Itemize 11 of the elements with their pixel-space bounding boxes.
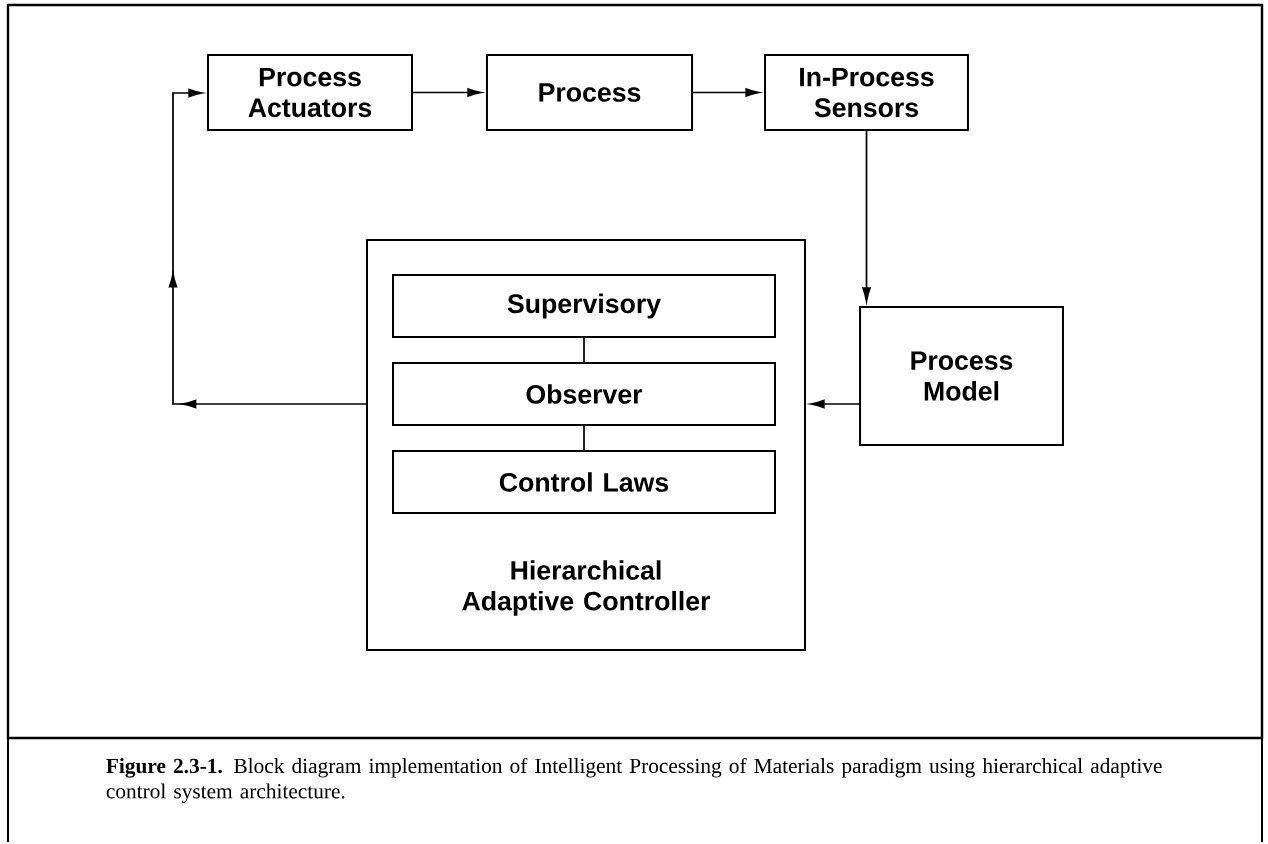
process-box: Control Laws	[392, 450, 776, 514]
process-box: In-Process Sensors	[764, 54, 969, 131]
process-box: Process Actuators	[207, 54, 413, 131]
process-box: Process	[485, 54, 694, 131]
connector-line	[583, 337, 585, 363]
arrow	[168, 88, 367, 409]
connector-line	[583, 425, 585, 451]
caption: Figure 2.3-1. Block diagram implementation of Intelligent Processing of Materials paradigm using hierarchical adaptive control system architecture.	[106, 757, 1162, 803]
process-box: Supervisory	[392, 274, 776, 338]
process-box: Process Model	[859, 306, 1064, 446]
process-box: Observer	[392, 362, 776, 426]
